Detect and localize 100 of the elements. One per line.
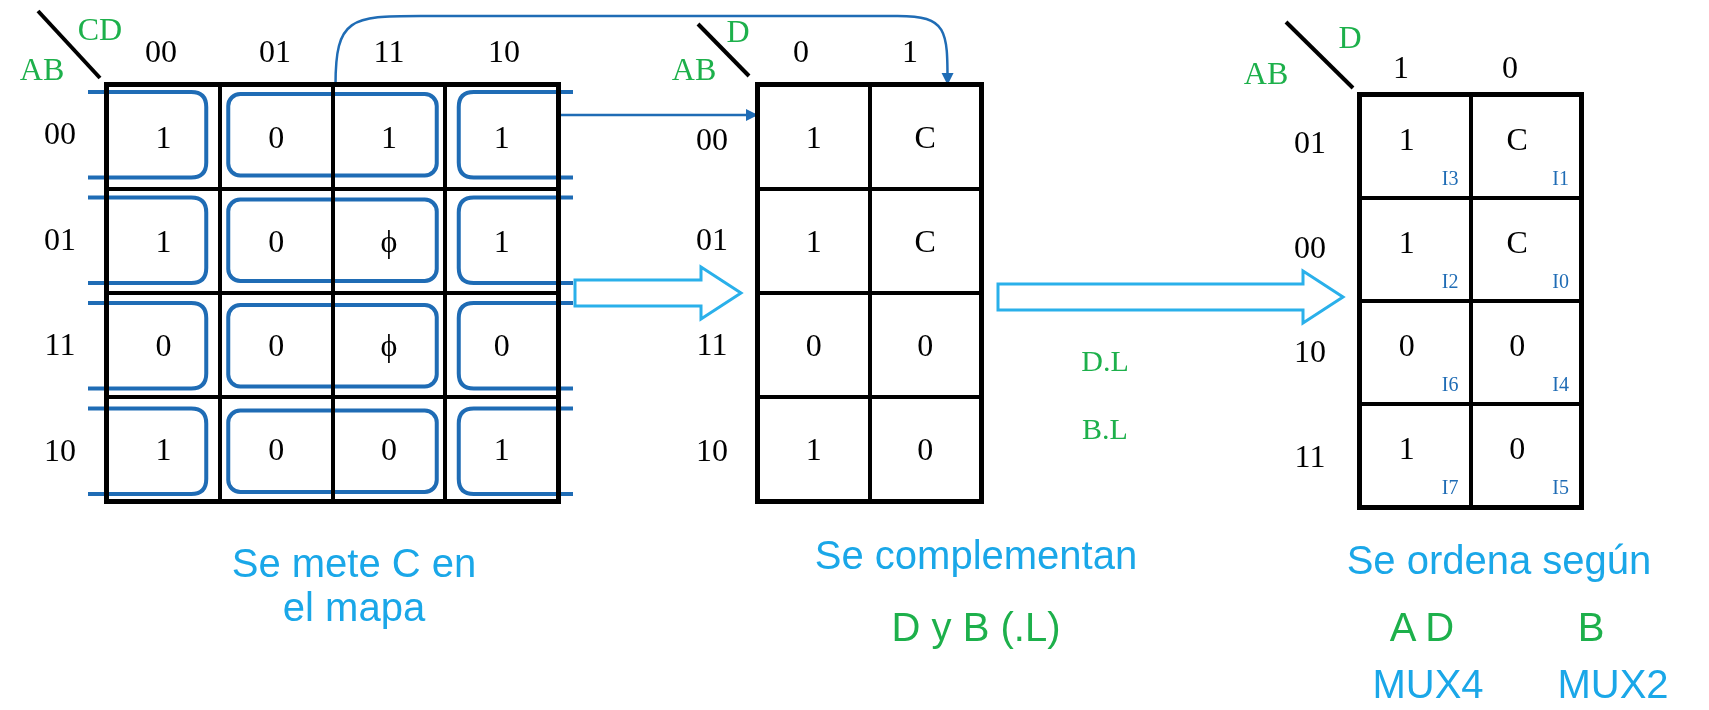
cell-value: 0 [1398,328,1415,361]
caption: B [1577,605,1605,649]
caption: Se mete C en el mapa [230,541,478,629]
map-cell [332,189,446,293]
caption: MUX4 [1372,662,1484,706]
caption: D y B (.L) [891,605,1061,649]
map-cell [445,85,558,189]
axis-label: AB [1243,56,1289,92]
cell-value: 0 [268,121,285,153]
map-cell [1360,198,1471,301]
cell-value: C [1506,225,1528,258]
row-header: 01 [44,222,76,258]
row-header: 00 [44,116,76,152]
map-cell [219,85,333,189]
cell-value: 1 [155,433,172,465]
note: D.L [1081,343,1129,377]
axis-label: CD [77,12,123,48]
axis-label: AB [671,52,717,88]
cell-value: 1 [155,225,172,257]
caption: Se ordena según [1346,538,1652,582]
map-cell [445,189,558,293]
cell-value: 1 [493,225,510,257]
input-index: I1 [1552,168,1569,188]
row-header: 00 [696,122,728,158]
input-index: I0 [1552,271,1569,291]
cell-value: 0 [1509,328,1526,361]
note: B.L [1082,411,1128,445]
map-cell [1360,404,1471,507]
row-header: 10 [1294,334,1326,370]
map-cell [1470,95,1581,198]
row-header: 01 [1294,125,1326,161]
column-header: 11 [373,34,405,70]
map-cell [107,189,220,293]
input-index: I2 [1441,271,1459,291]
axis-label: AB [19,52,65,88]
column-header: 00 [145,34,177,70]
input-index: I6 [1441,374,1459,394]
row-header: 11 [696,327,728,363]
map-cell [332,85,446,189]
row-header: 01 [696,222,728,258]
cell-value: 0 [1509,431,1526,464]
map-cell [1360,95,1471,198]
caption: Se complementan [814,533,1138,577]
cell-value: 0 [380,433,397,465]
cell-value: 0 [805,329,822,361]
karnaugh-map-grid [755,82,984,504]
column-header: 10 [488,34,520,70]
input-index: I4 [1552,374,1569,394]
block-arrow [573,264,744,322]
cell-value: 1 [805,433,822,465]
map-cell [219,189,333,293]
caption: A D [1389,605,1455,649]
axis-label: D [1338,20,1362,56]
cell-value: 1 [1398,431,1415,464]
map-cell [758,293,870,397]
arrow [558,108,758,122]
map-cell [107,397,220,501]
map-cell [445,293,558,397]
axis-label: D [726,14,750,50]
row-header: 00 [1294,230,1326,266]
column-header: 01 [259,34,291,70]
map-cell [758,397,870,501]
map-cell [869,189,981,293]
karnaugh-map-grid [1357,92,1584,510]
map-cell [869,293,981,397]
map-cell [107,85,220,189]
cell-value: 1 [805,225,822,257]
cell-value: 1 [805,121,822,153]
map-cell [332,293,446,397]
map-cell [869,85,981,189]
row-header: 11 [44,327,76,363]
row-header: 10 [44,433,76,469]
cell-value: 1 [1398,122,1415,155]
cell-value: C [914,225,936,257]
cell-value: ϕ [380,329,398,361]
map-cell [1470,404,1581,507]
caption: MUX2 [1557,662,1669,706]
map-cell [332,397,446,501]
map-cell [445,397,558,501]
cell-value: 0 [917,329,934,361]
map-cell [758,85,870,189]
karnaugh-map-grid [104,82,561,504]
cell-value: 1 [155,121,172,153]
input-index: I5 [1552,477,1569,497]
row-header: 10 [696,433,728,469]
cell-value: 1 [380,121,397,153]
map-cell [758,189,870,293]
map-cell [869,397,981,501]
map-cell [1470,198,1581,301]
input-index: I7 [1441,477,1459,497]
map-cell [1360,301,1471,404]
cell-value: 0 [268,433,285,465]
map-cell [107,293,220,397]
cell-value: C [1506,122,1528,155]
cell-value: 0 [493,329,510,361]
column-header: 1 [902,34,918,70]
cell-value: ϕ [380,225,398,257]
row-header: 11 [1294,439,1326,475]
cell-value: 1 [1398,225,1415,258]
cell-value: 1 [493,121,510,153]
